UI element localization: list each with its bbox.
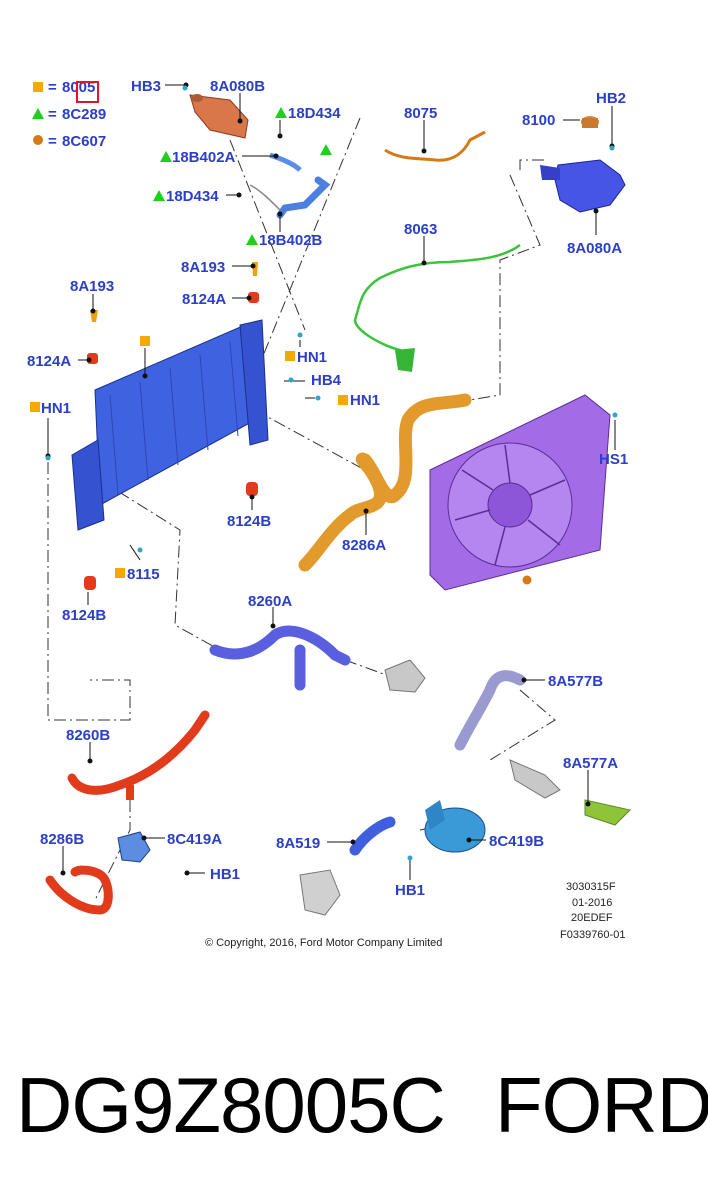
label-18d434-top: 18D434	[288, 105, 341, 122]
label-8124b-left: 8124B	[62, 607, 106, 624]
label-hb4: HB4	[311, 372, 342, 389]
label-8260b: 8260B	[66, 727, 110, 744]
cooling-system-diagram: = 8005 = 8C289 = 8C607	[27, 78, 631, 949]
label-8a193-mid: 8A193	[181, 259, 225, 276]
label-8124b-mid: 8124B	[227, 513, 271, 530]
fan-shroud	[429, 394, 611, 591]
meta-line-3: 20EDEF	[571, 912, 613, 924]
triangle-markers	[153, 107, 332, 245]
meta-line-2: 01-2016	[572, 897, 612, 909]
label-hn1-a: HN1	[297, 349, 327, 366]
hose-18b402	[249, 152, 331, 219]
svg-text:=: =	[48, 133, 57, 150]
svg-text:=: =	[48, 106, 57, 123]
hose-8a577b	[454, 670, 526, 751]
label-hb3: HB3	[131, 78, 161, 95]
label-8a080a: 8A080A	[567, 240, 622, 257]
brand-name: FORD	[495, 1061, 708, 1149]
thermostat-housing	[384, 659, 426, 693]
expansion-tank-8a080a	[540, 159, 626, 213]
cap-8124b	[84, 482, 258, 590]
label-8100: 8100	[522, 112, 555, 129]
hose-8286a	[298, 393, 472, 572]
legend-triangle-icon	[32, 108, 44, 119]
hose-8a577a	[584, 799, 631, 826]
hose-8063	[353, 243, 521, 366]
label-8c419a: 8C419A	[167, 831, 222, 848]
drawing-meta: 3030315F 01-2016 20EDEF F0339760-01	[560, 881, 625, 941]
meta-line-1: 3030315F	[566, 881, 616, 893]
part-number: DG9Z8005C	[16, 1061, 446, 1149]
highlight-box	[76, 81, 99, 103]
label-18b402b: 18B402B	[259, 232, 323, 249]
legend-circle-icon	[33, 135, 43, 145]
copyright-text: © Copyright, 2016, Ford Motor Company Li…	[205, 937, 442, 949]
label-8a577a: 8A577A	[563, 755, 618, 772]
pump-8c419b	[424, 800, 486, 853]
svg-text:=: =	[48, 79, 57, 96]
hose-8a519	[349, 816, 396, 856]
square-markers	[30, 336, 348, 578]
label-8075: 8075	[404, 105, 437, 122]
label-8286b: 8286B	[40, 831, 84, 848]
legend-code-8c607: 8C607	[62, 133, 106, 150]
label-hb2: HB2	[596, 90, 626, 107]
legend-square-icon	[33, 82, 43, 92]
leader-lines	[45, 82, 616, 880]
label-hn1-b: HN1	[350, 392, 380, 409]
label-18b402a: 18B402A	[172, 149, 236, 166]
outlet-housing	[299, 869, 341, 916]
label-hb1-left: HB1	[210, 866, 240, 883]
product-caption: DG9Z8005C FORD	[0, 1050, 708, 1170]
hose-8075	[384, 130, 486, 162]
cap-8124a	[87, 292, 259, 364]
connector-8063	[395, 348, 415, 372]
label-8a080b: 8A080B	[210, 78, 265, 95]
degas-bottle-8a080b	[189, 94, 249, 139]
fan-marker-icon	[522, 575, 532, 585]
legend: = 8005 = 8C289 = 8C607	[32, 79, 106, 150]
label-8063: 8063	[404, 221, 437, 238]
radiator	[71, 319, 269, 531]
label-8124a-left: 8124A	[27, 353, 71, 370]
label-8a519: 8A519	[276, 835, 320, 852]
marker-icons	[45, 85, 618, 861]
bleeder-8a193	[90, 262, 258, 322]
label-hs1: HS1	[599, 451, 628, 468]
label-8286a: 8286A	[342, 537, 386, 554]
cap-8100	[581, 116, 599, 128]
meta-line-4: F0339760-01	[560, 929, 625, 941]
legend-code-8c289: 8C289	[62, 106, 106, 123]
hose-8286b	[45, 865, 113, 915]
legend-code-8005: 8005	[62, 79, 95, 96]
label-hb1-right: HB1	[395, 882, 425, 899]
part-labels: HB3 8A080B 18D434 18B402A 18D434 18B402B…	[27, 78, 628, 899]
label-18d434-mid: 18D434	[166, 188, 219, 205]
label-8c419b: 8C419B	[489, 833, 544, 850]
label-8260a: 8260A	[248, 593, 292, 610]
label-hn1-left: HN1	[41, 400, 71, 417]
connector-8a577a	[509, 759, 561, 799]
label-8124a-mid: 8124A	[182, 291, 226, 308]
hose-8260a	[209, 625, 351, 666]
label-8115: 8115	[127, 566, 160, 583]
label-8a193-left: 8A193	[70, 278, 114, 295]
hose-8260b	[67, 710, 210, 795]
label-8a577b: 8A577B	[548, 673, 603, 690]
